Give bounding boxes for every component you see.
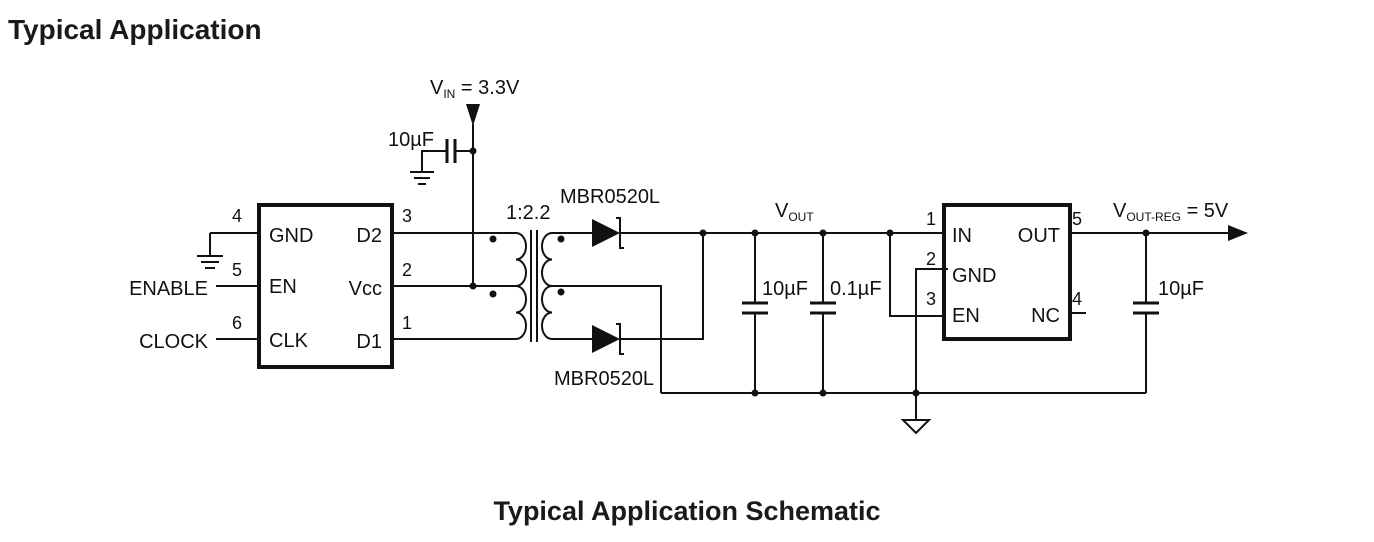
input-cap-label: 10µF [388, 129, 434, 151]
output-capacitor-1: 10µF [742, 233, 808, 393]
ic1-pin-name: CLK [269, 330, 309, 352]
ic1-pin-num: 5 [232, 260, 242, 280]
ic1-pin-num: 4 [232, 206, 242, 226]
enable-net-label: ENABLE [129, 278, 208, 300]
ldo-pin-name: OUT [1018, 225, 1060, 247]
caption: Typical Application Schematic [493, 496, 881, 526]
ldo-pin-num: 2 [926, 249, 936, 269]
vin-source: VIN = 3.3V [430, 77, 520, 286]
ic1-pin-name: EN [269, 276, 297, 298]
ldo-pin-name: GND [952, 265, 996, 287]
heading: Typical Application [8, 14, 262, 45]
ic1-pin-num: 6 [232, 313, 242, 333]
vout-reg-label: VOUT-REG = 5V [1113, 200, 1229, 224]
output-capacitor-2: 0.1µF [810, 233, 882, 393]
ic1-pin-num: 1 [402, 313, 412, 333]
ic1-pin-name: D1 [356, 331, 382, 353]
diode-bottom-label: MBR0520L [554, 368, 654, 390]
diode-top-label: MBR0520L [560, 186, 660, 208]
ic1-pin-name: D2 [356, 225, 382, 247]
ic1-pin-num: 3 [402, 206, 412, 226]
ground-icon [900, 419, 932, 435]
regulated-output-capacitor: 10µF [1133, 233, 1204, 393]
ic1-pin-num: 2 [402, 260, 412, 280]
ldo-pin-num: 4 [1072, 289, 1082, 309]
vout-label: VOUT [775, 200, 814, 224]
input-capacitor: 10µF [388, 129, 473, 185]
ldo-pin-num: 5 [1072, 209, 1082, 229]
reg-cap-label: 10µF [1158, 278, 1204, 300]
diode-top: MBR0520L [560, 186, 703, 249]
vin-arrow-icon [466, 104, 480, 126]
output-arrow-icon [1228, 225, 1248, 241]
ic1: 4 5 6 GND EN CLK ENABLE CLOCK D2 Vcc D1 … [129, 203, 412, 369]
transformer: 1:2.2 [489, 202, 565, 342]
ldo-pin-num: 1 [926, 209, 936, 229]
vin-label: VIN = 3.3V [430, 77, 520, 101]
ldo-pin-name: NC [1031, 305, 1060, 327]
output-cap-label: 10µF [762, 278, 808, 300]
ldo-pin-name: IN [952, 225, 972, 247]
polarity-dot-icon [489, 290, 497, 298]
output-cap-label: 0.1µF [830, 278, 882, 300]
ic1-pin-name: GND [269, 225, 313, 247]
polarity-dot-icon [557, 288, 565, 296]
ldo-pin-num: 3 [926, 289, 936, 309]
ldo: IN GND EN 1 2 3 OUT NC 5 4 [926, 203, 1086, 341]
diode-icon [592, 325, 620, 353]
clock-net-label: CLOCK [139, 331, 209, 353]
ic1-pin-name: Vcc [349, 278, 382, 300]
ldo-pin-name: EN [952, 305, 980, 327]
diode-icon [592, 219, 620, 247]
diode-bottom: MBR0520L [554, 233, 704, 390]
polarity-dot-icon [489, 235, 497, 243]
turns-ratio-label: 1:2.2 [506, 202, 550, 224]
polarity-dot-icon [557, 235, 565, 243]
